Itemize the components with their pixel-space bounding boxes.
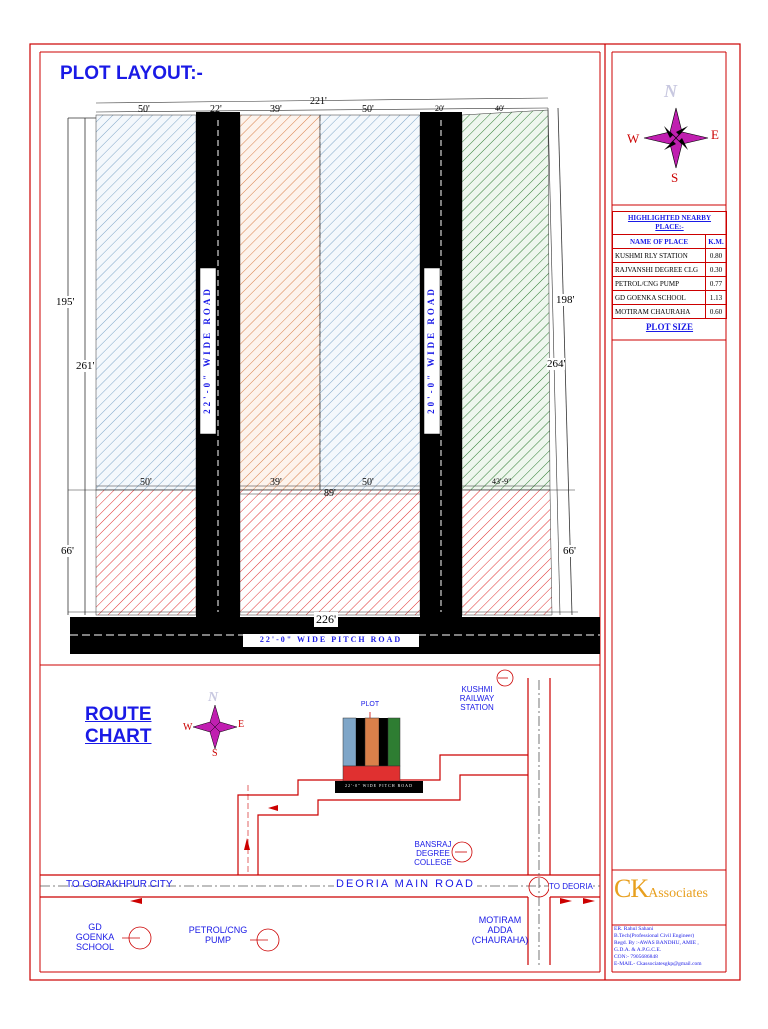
main-road-label: DEORIA MAIN ROAD bbox=[334, 878, 477, 890]
dim-top-3: 39' bbox=[270, 104, 282, 115]
dim-top-total: 221' bbox=[310, 96, 327, 107]
compass-small-n: N bbox=[208, 690, 219, 705]
dim-mid-total: 89' bbox=[324, 488, 336, 499]
compass-rose-large bbox=[643, 107, 709, 169]
dim-mid-2: 39' bbox=[270, 477, 282, 488]
dim-left-total: 261' bbox=[76, 360, 95, 372]
route-roads bbox=[40, 678, 600, 965]
plot-1-upper bbox=[95, 114, 197, 491]
dim-right-upper: 198' bbox=[556, 294, 575, 306]
compass-w: W bbox=[627, 131, 640, 146]
plot-layout-title: PLOT LAYOUT:- bbox=[60, 63, 203, 84]
compass-n: N bbox=[664, 81, 677, 101]
company-logo: CKAssociates bbox=[614, 874, 709, 903]
col-place-header: NAME OF PLACE bbox=[612, 234, 706, 249]
dim-mid-3: 50' bbox=[362, 477, 374, 488]
dim-top-6: 40' bbox=[495, 104, 505, 113]
dim-mid-4: 43'-9" bbox=[492, 477, 512, 486]
nearby-places-table: HIGHLIGHTED NEARBY PLACE:- NAME OF PLACE… bbox=[612, 211, 727, 319]
compass-small-s: S bbox=[212, 748, 218, 759]
dim-right-total: 264' bbox=[547, 358, 566, 370]
nearby-title: HIGHLIGHTED NEARBY PLACE:- bbox=[612, 211, 727, 235]
to-gorakhpur-label: TO GORAKHPUR CITY bbox=[66, 879, 173, 890]
plot-3-lower bbox=[461, 489, 553, 616]
sheet-border bbox=[29, 43, 741, 981]
plot-3-upper bbox=[319, 114, 421, 491]
plot-2-upper bbox=[239, 114, 321, 491]
plot-2-lower bbox=[239, 489, 421, 616]
dim-top-4: 50' bbox=[362, 104, 374, 115]
compass-small-w: W bbox=[183, 722, 193, 733]
compass-rose-small bbox=[192, 704, 238, 750]
mini-plot-label: PLOT bbox=[360, 701, 380, 708]
dim-mid-1: 50' bbox=[140, 477, 152, 488]
dim-top-5: 20' bbox=[435, 104, 445, 113]
dim-bottom-total: 226' bbox=[314, 612, 339, 627]
road-label-left: 22'-0" WIDE ROAD bbox=[202, 286, 212, 414]
compass-small-e: E bbox=[238, 719, 245, 730]
plot-4-upper bbox=[461, 109, 551, 491]
plot-size-label: PLOT SIZE bbox=[645, 322, 694, 332]
col-km-header: K.M. bbox=[705, 234, 727, 249]
dim-top-1: 50' bbox=[138, 104, 150, 115]
dim-left-lower: 66' bbox=[61, 545, 74, 557]
dim-left-upper: 195' bbox=[56, 296, 75, 308]
compass-e: E bbox=[711, 127, 719, 142]
to-deoria-label: TO DEORIA bbox=[549, 882, 593, 891]
compass-s: S bbox=[671, 170, 679, 185]
road-label-right: 20'-0" WIDE ROAD bbox=[426, 286, 436, 414]
mini-road-label: 22'-0" WIDE PITCH ROAD bbox=[345, 783, 413, 788]
route-chart-title: ROUTE CHART bbox=[85, 704, 152, 747]
dim-right-lower: 66' bbox=[563, 545, 576, 557]
road-label-bottom: 22'-0" WIDE PITCH ROAD bbox=[259, 635, 403, 644]
company-details: ER. Rahul Sahani B.Tech(Professional Civ… bbox=[614, 926, 702, 967]
plot-1-lower bbox=[95, 489, 197, 616]
dim-top-2: 22' bbox=[210, 104, 222, 115]
